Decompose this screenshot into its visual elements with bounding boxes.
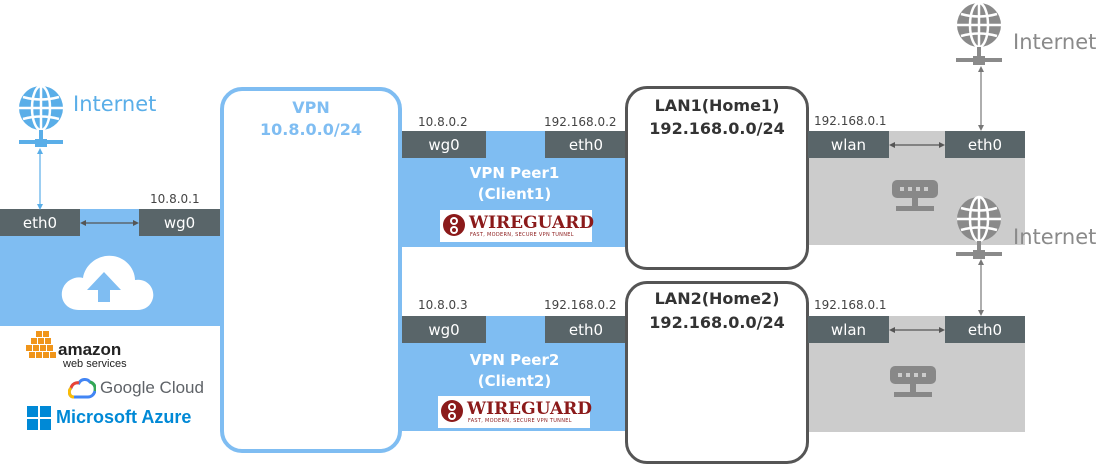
wireguard-dragon-icon [443, 214, 465, 236]
lan1-internet-label: Internet [1013, 30, 1097, 54]
lan1-internet-link [978, 66, 984, 131]
lan1-wlan-eth0-link [889, 142, 945, 148]
globe-icon [19, 84, 63, 147]
peer2-wg0-port: wg0 [402, 316, 486, 343]
router-icon [890, 366, 936, 397]
peer2-label-line1: VPN Peer2 [469, 351, 560, 369]
peer1-label-line2: (Client1) [477, 185, 552, 203]
globe-icon [956, 1, 1002, 65]
azure-text: Microsoft Azure [56, 407, 192, 427]
lan2-wlan-eth0-link [889, 327, 945, 333]
peer2-eth0-port: eth0 [545, 316, 627, 343]
peer2-label-line2: (Client2) [477, 372, 552, 390]
google-cloud-text: Google Cloud [100, 378, 204, 397]
peer2-eth0-ip: 192.168.0.2 [544, 298, 617, 312]
wireguard-tagline: FAST, MODERN, SECURE VPN TUNNEL [468, 418, 572, 424]
peer1-label-line1: VPN Peer1 [469, 164, 560, 182]
aws-icon [26, 331, 56, 358]
lan1-title: LAN1(Home1) [654, 96, 780, 115]
peer1-wg0-ip: 10.8.0.2 [418, 115, 468, 129]
wireguard-wordmark: WIREGUARD [467, 399, 593, 419]
azure-windows-icon [27, 406, 51, 430]
lan1-wlan-port: wlan [808, 131, 889, 158]
left-internet-label: Internet [73, 92, 157, 116]
wireguard-logo-peer1 [440, 210, 592, 242]
peer2-label: VPN Peer2 (Client2) [402, 350, 627, 392]
lan2-wlan-port: wlan [808, 316, 889, 343]
lan1-subnet: 192.168.0.0/24 [649, 119, 785, 138]
aws-logo-text: amazon [58, 340, 122, 359]
globe-icon [956, 195, 1002, 259]
lan2-eth0-port: eth0 [945, 316, 1025, 343]
lan1-eth0-port: eth0 [945, 131, 1025, 158]
peer1-wg0-port: wg0 [402, 131, 486, 158]
wireguard-tagline: FAST, MODERN, SECURE VPN TUNNEL [470, 232, 574, 238]
lan2-box [625, 281, 809, 464]
router-icon [892, 180, 938, 211]
google-cloud-icon [68, 378, 96, 399]
lan2-wlan-ip: 192.168.0.1 [814, 298, 887, 312]
left-internet-link [37, 148, 43, 210]
lan2-internet-label: Internet [1013, 225, 1097, 249]
lan2-title: LAN2(Home2) [654, 289, 780, 308]
vpn-subnet: 10.8.0.0/24 [259, 120, 362, 139]
lan2-subnet: 192.168.0.0/24 [649, 313, 785, 332]
peer1-eth0-port: eth0 [545, 131, 627, 158]
server-wg0-port: wg0 [139, 209, 220, 236]
server-eth0-port: eth0 [0, 209, 80, 236]
aws-logo-subtext: web services [63, 358, 127, 370]
peer1-eth0-ip: 192.168.0.2 [544, 115, 617, 129]
lan2-internet-link [978, 259, 984, 316]
lan1-box [625, 86, 809, 270]
server-wg0-ip: 10.8.0.1 [150, 192, 200, 206]
wireguard-logo-peer2 [438, 396, 590, 428]
cloud-upload-icon [61, 255, 154, 310]
lan1-wlan-ip: 192.168.0.1 [814, 114, 887, 128]
wireguard-dragon-icon [441, 400, 463, 422]
peer2-wg0-ip: 10.8.0.3 [418, 298, 468, 312]
vpn-title: VPN [292, 98, 330, 117]
wireguard-wordmark: WIREGUARD [469, 213, 595, 233]
peer1-label: VPN Peer1 (Client1) [402, 163, 627, 205]
server-eth0-wg0-link [80, 220, 139, 226]
vpn-network-box [220, 87, 402, 453]
